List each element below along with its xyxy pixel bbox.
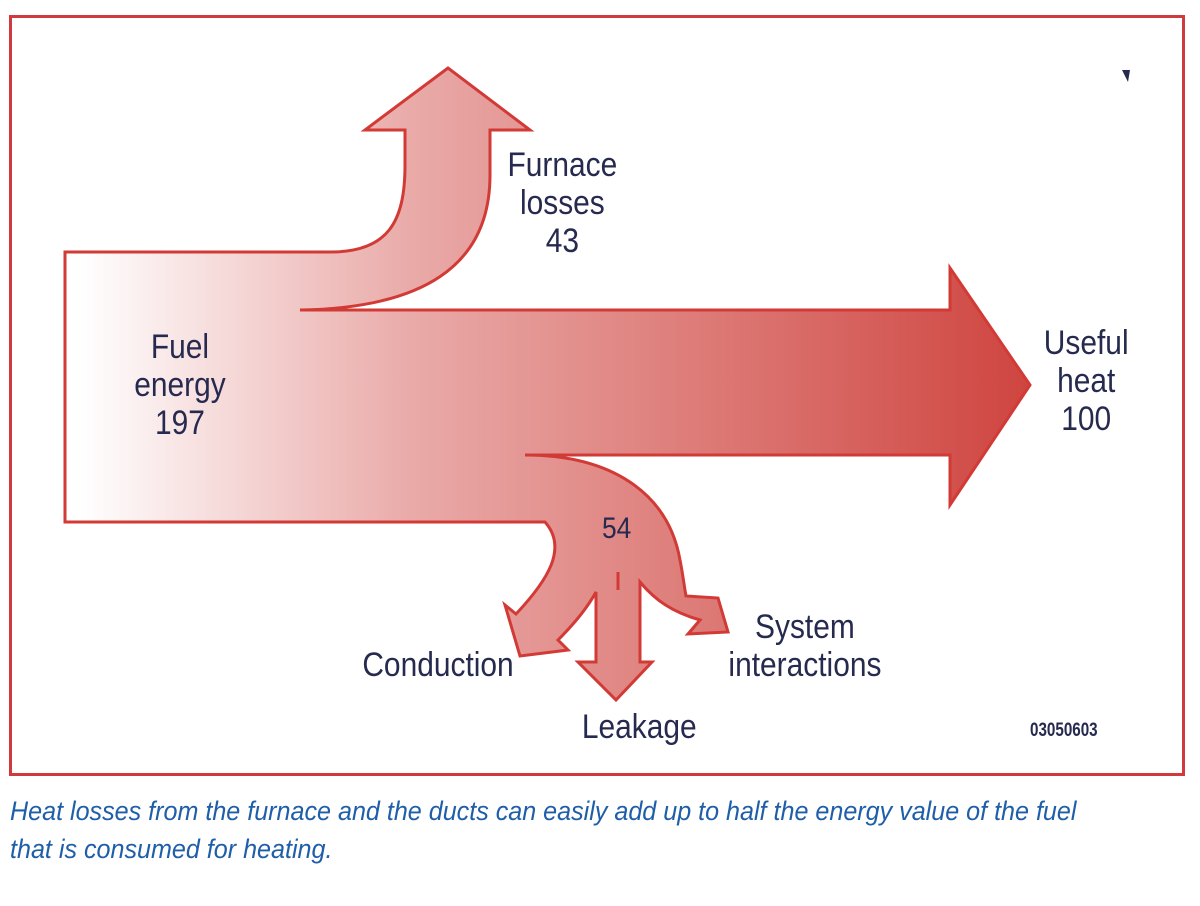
- furnace-losses-line2: losses: [519, 184, 605, 222]
- system-interactions-line2: interactions: [728, 646, 882, 684]
- leakage-label: Leakage: [581, 708, 697, 746]
- furnace-losses-value: 43: [545, 222, 580, 260]
- fuel-energy-value: 197: [155, 404, 205, 442]
- figure-frame: [9, 15, 1185, 776]
- sankey-flow-shape: [63, 66, 1032, 703]
- fuel-energy-label: Fuel energy 197: [134, 328, 225, 442]
- conduction-label: Conduction: [362, 646, 514, 684]
- fuel-energy-line2: energy: [134, 366, 226, 404]
- system-interactions-label: System interactions: [728, 608, 881, 684]
- fuel-energy-line1: Fuel: [150, 328, 210, 366]
- duct-losses-value: 54: [602, 512, 632, 545]
- furnace-losses-label: Furnace losses 43: [507, 146, 617, 260]
- furnace-losses-line1: Furnace: [507, 146, 618, 184]
- useful-heat-value: 100: [1061, 400, 1112, 438]
- figure-code: 03050603: [1030, 720, 1098, 741]
- system-interactions-line1: System: [755, 608, 855, 646]
- corner-mark: [1122, 70, 1130, 82]
- useful-heat-label: Useful heat 100: [1044, 324, 1129, 438]
- figure-caption: Heat losses from the furnace and the duc…: [10, 796, 1077, 864]
- useful-heat-line1: Useful: [1043, 324, 1129, 362]
- useful-heat-line2: heat: [1057, 362, 1116, 400]
